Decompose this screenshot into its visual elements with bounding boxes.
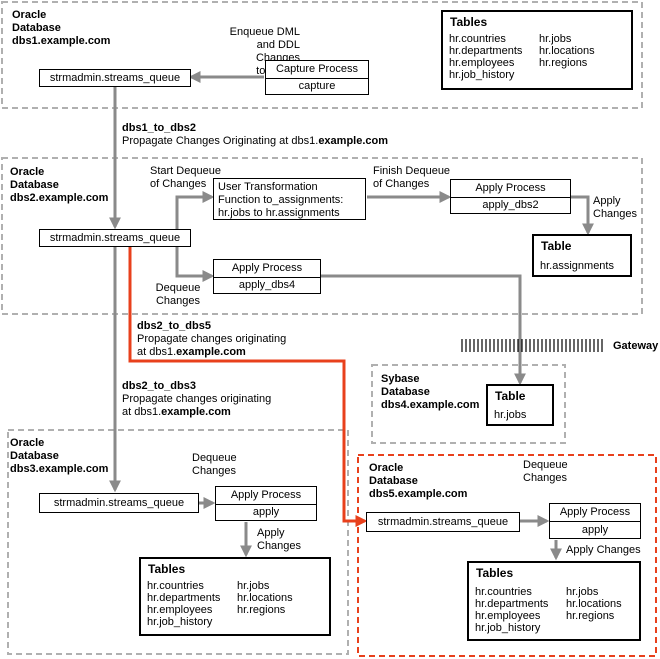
dbs1-queue[interactable]: strmadmin.streams_queue	[39, 69, 191, 87]
propagation-dbs1-dbs2-label: dbs1_to_dbs2 Propagate Changes Originati…	[122, 122, 389, 147]
dbs1-tables: Tables hr.countries hr.departments hr.em…	[441, 10, 633, 90]
dbs1-container	[1, 1, 643, 109]
dbs5-apply-changes-label: Apply Changes	[566, 544, 641, 556]
dbs3-apply-process[interactable]: Apply Process apply	[215, 486, 317, 521]
finish-dequeue-label: Finish Dequeue of Changes	[373, 165, 451, 190]
dbs5-queue[interactable]: strmadmin.streams_queue	[366, 512, 520, 532]
dbs2-apply-changes-label: Apply Changes	[593, 195, 638, 220]
dbs2-dequeue-label: Dequeue Changes	[155, 282, 201, 307]
dbs4-container	[371, 364, 566, 444]
dbs2-queue[interactable]: strmadmin.streams_queue	[39, 229, 191, 247]
sybase-jobs-table: Table hr.jobs	[486, 384, 554, 426]
queue-to-transform-arrow	[175, 191, 215, 230]
gateway-label: Gateway	[613, 340, 659, 352]
start-dequeue-label: Start Dequeue of Changes	[150, 165, 221, 190]
propagation-dbs2-dbs5-arrow	[128, 246, 368, 527]
apply-process-dbs4[interactable]: Apply Process apply_dbs4	[213, 259, 321, 294]
dbs3-queue[interactable]: strmadmin.streams_queue	[39, 493, 199, 513]
user-transformation[interactable]: User Transformation Function to_assignme…	[213, 178, 366, 220]
dbs3-apply-changes-label: Apply Changes	[257, 527, 302, 552]
gateway-bar	[461, 339, 603, 352]
apply-to-assignments-arrow	[571, 195, 594, 236]
assignments-table: Table hr.assignments	[532, 234, 632, 277]
dbs3-dequeue-label: Dequeue Changes	[192, 452, 237, 477]
dbs3-tables: Tables hr.countries hr.departments hr.em…	[139, 557, 331, 636]
dbs3-container	[7, 429, 349, 655]
propagation-dbs2-dbs5-label: dbs2_to_dbs5 Propagate changes originati…	[137, 320, 287, 358]
apply-dbs4-to-sybase-arrow	[321, 274, 526, 386]
queue-to-apply-dbs4-arrow	[175, 246, 215, 282]
dbs4-label: Sybase Database dbs4.example.com	[381, 373, 480, 411]
dbs2-container	[1, 157, 643, 315]
propagation-dbs2-dbs3-label: dbs2_to_dbs3 Propagate changes originati…	[122, 380, 272, 418]
dbs2-label: Oracle Database dbs2.example.com	[10, 166, 109, 204]
dbs5-tables: Tables hr.countries hr.departments hr.em…	[467, 561, 641, 641]
dbs3-label: Oracle Database dbs3.example.com	[10, 437, 109, 475]
dbs5-dequeue-label: Dequeue Changes	[523, 459, 568, 484]
dbs5-apply-process[interactable]: Apply Process apply	[549, 503, 641, 539]
capture-process[interactable]: Capture Process capture	[265, 60, 369, 95]
dbs1-label: Oracle Database dbs1.example.com	[12, 9, 111, 47]
apply-process-dbs2[interactable]: Apply Process apply_dbs2	[450, 179, 571, 214]
dbs5-label: Oracle Database dbs5.example.com	[369, 462, 468, 500]
